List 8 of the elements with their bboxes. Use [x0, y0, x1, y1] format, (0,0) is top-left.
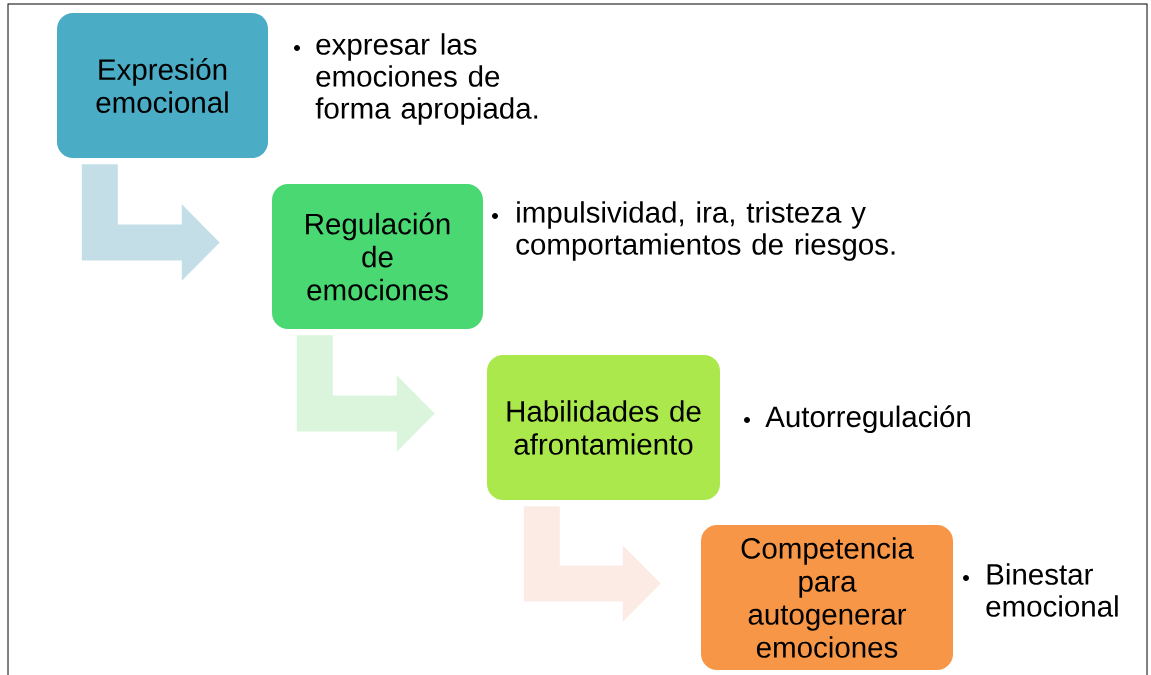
bullet-text: expresar las emociones de forma apropiada.: [315, 33, 538, 125]
step-box: Habilidades de afrontamiento: [487, 355, 720, 500]
bullet-text: Binestar emocional: [986, 563, 1118, 617]
bullet-text: impulsividad, ira, tristeza y comportamientos de riesgos.: [516, 201, 895, 261]
step-box: Competencia para autogenerar emociones: [701, 525, 953, 670]
bullet-text: Autorregulación: [765, 405, 970, 434]
step-box: Regulación de emociones: [272, 184, 483, 329]
step-box: Expresión emocional: [57, 13, 268, 158]
